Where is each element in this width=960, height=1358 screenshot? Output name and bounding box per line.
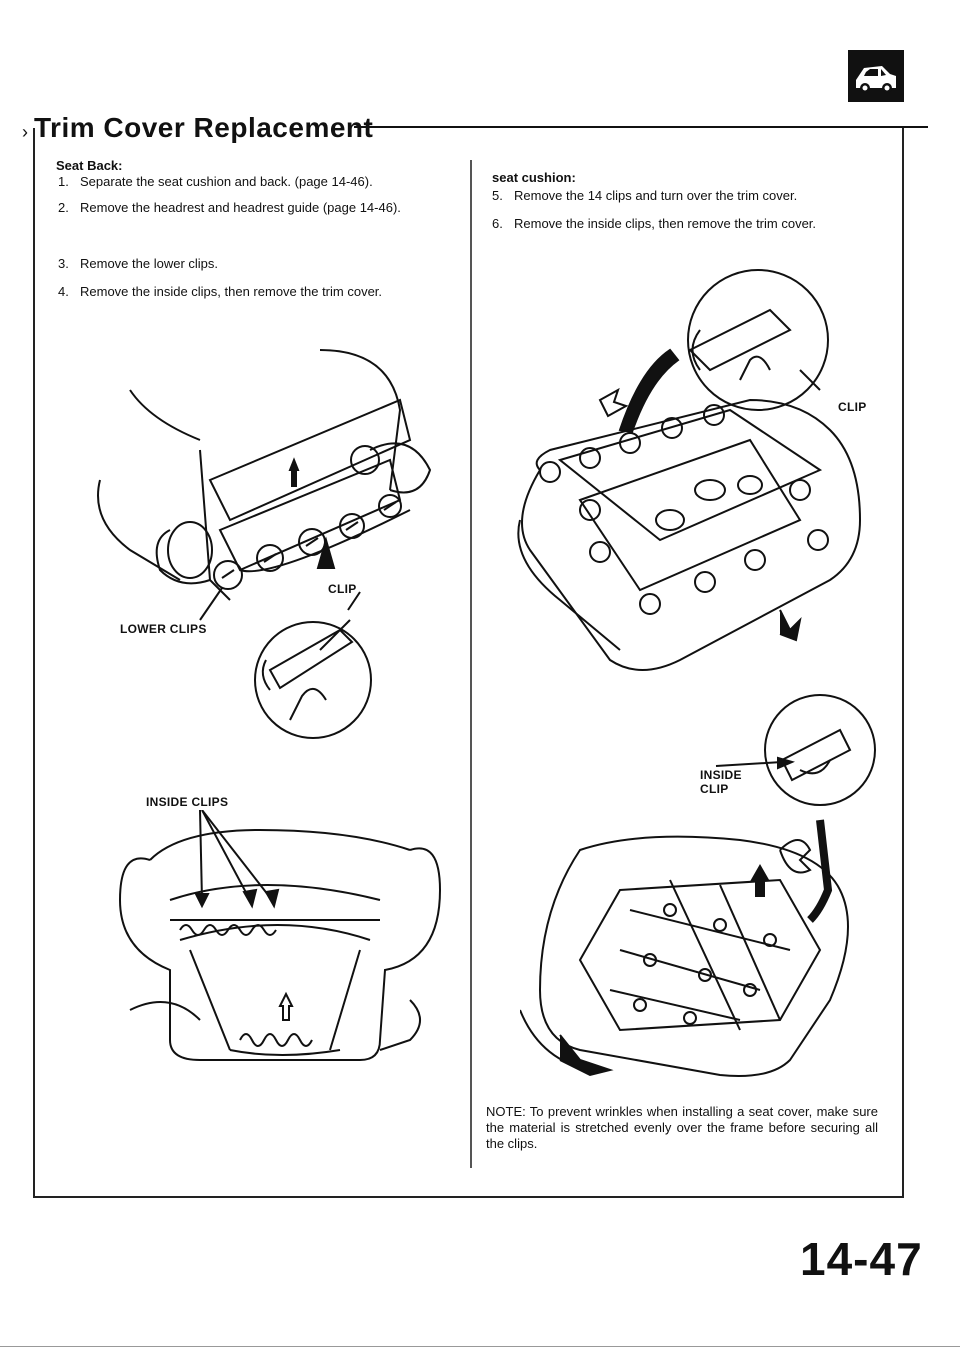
frame-right-border [902, 128, 904, 1196]
seat-back-step-2: 2. Remove the headrest and headrest guide… [58, 200, 458, 216]
inside-clip-label: INSIDE CLIP [700, 768, 742, 796]
clip-label-left: CLIP [328, 582, 357, 596]
step-number: 5. [492, 188, 503, 203]
inside-clip-label-line1: INSIDE [700, 768, 742, 782]
seat-cushion-inside-clip-diagram [520, 690, 890, 1090]
seat-back-step-1: 1. Separate the seat cushion and back. (p… [58, 174, 458, 190]
step-text: Separate the seat cushion and back. (pag… [80, 174, 373, 189]
installation-note: NOTE: To prevent wrinkles when installin… [486, 1104, 878, 1151]
step-text: Remove the inside clips, then remove the… [514, 216, 817, 231]
frame-bottom-border [33, 1196, 904, 1198]
seat-back-step-3: 3. Remove the lower clips. [58, 256, 458, 272]
lower-clips-label: LOWER CLIPS [120, 622, 207, 636]
car-section-icon [848, 50, 904, 102]
column-divider [470, 160, 472, 1168]
inside-clip-label-line2: CLIP [700, 782, 729, 796]
step-text: Remove the lower clips. [80, 256, 218, 271]
step-text: Remove the 14 clips and turn over the tr… [514, 188, 798, 203]
page-title: Trim Cover Replacement [34, 112, 374, 143]
step-text: Remove the inside clips, then remove the… [80, 284, 383, 299]
frame-left-border [33, 128, 35, 1196]
seat-cushion-heading: seat cushion: [492, 170, 576, 185]
title-row: › Trim Cover Replacement [22, 108, 928, 148]
seat-cushion-step-6: 6. Remove the inside clips, then remove t… [492, 216, 892, 232]
inside-clips-label: INSIDE CLIPS [146, 795, 229, 809]
page-number: 14-47 [800, 1233, 923, 1285]
footer-rule [0, 1346, 960, 1347]
title-marker-icon: › [22, 122, 28, 142]
seat-back-lower-clips-diagram [90, 330, 450, 750]
step-number: 6. [492, 216, 503, 231]
seat-cushion-clips-diagram [500, 260, 880, 690]
title-rule [354, 126, 928, 128]
step-number: 2. [58, 200, 69, 215]
clip-label-right: CLIP [838, 400, 867, 414]
seat-cushion-step-5: 5. Remove the 14 clips and turn over the … [492, 188, 892, 204]
seat-back-heading: Seat Back: [56, 158, 123, 173]
step-text: Remove the headrest and headrest guide (… [80, 200, 401, 215]
step-number: 1. [58, 174, 69, 189]
step-number: 3. [58, 256, 69, 271]
seat-back-inside-clips-diagram [110, 810, 450, 1070]
step-number: 4. [58, 284, 69, 299]
seat-back-step-4: 4. Remove the inside clips, then remove t… [58, 284, 458, 300]
